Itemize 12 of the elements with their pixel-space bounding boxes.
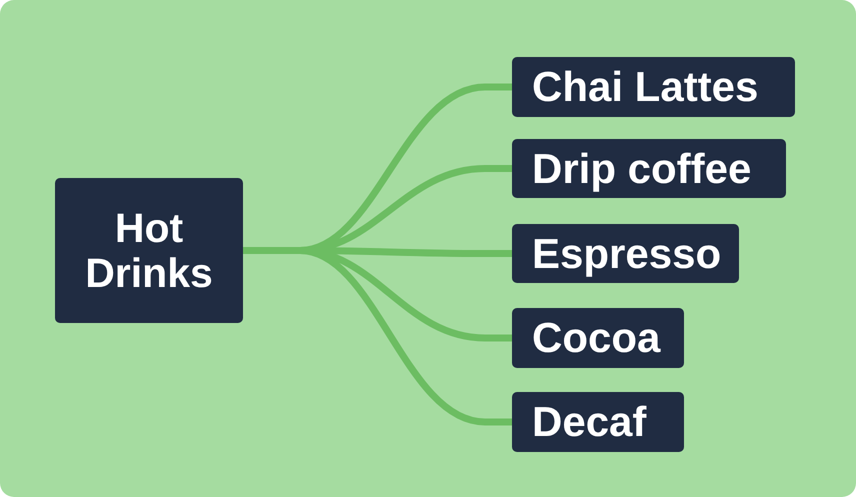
branch-label: Espresso — [532, 230, 722, 276]
branch-box — [512, 139, 786, 198]
branch-box — [512, 57, 795, 117]
topic-label: Hot Drinks — [84, 206, 214, 296]
branch-label: Chai Lattes — [532, 64, 758, 110]
branch-box — [512, 308, 684, 368]
branch-label: Decaf — [532, 399, 646, 445]
topic-box — [55, 178, 243, 323]
branch-label: Cocoa — [532, 315, 660, 361]
branch-label: Drip coffee — [532, 146, 752, 192]
branch-box — [512, 224, 739, 283]
branch-box — [512, 392, 684, 452]
